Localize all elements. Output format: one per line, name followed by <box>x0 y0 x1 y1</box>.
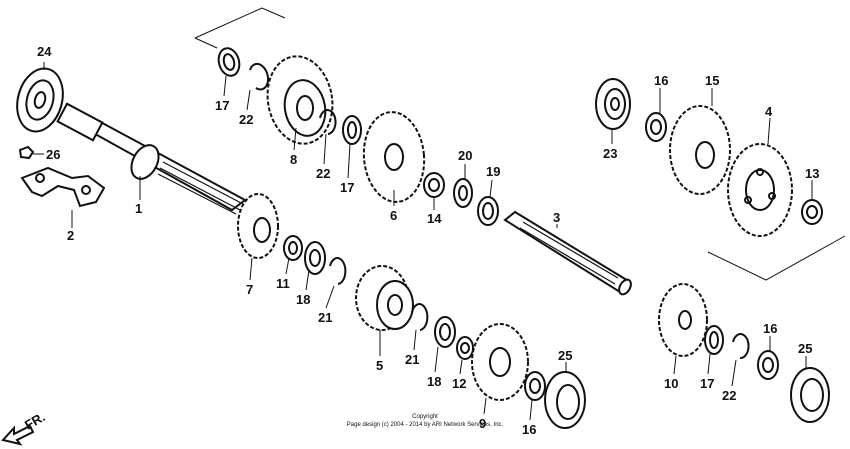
washer-20 <box>453 178 473 208</box>
callout-9: 9 <box>479 416 486 431</box>
counter-shaft-3 <box>503 210 632 296</box>
circlip-21-left <box>329 257 347 285</box>
copyright-line-2: Page design (c) 2004 - 2014 by ARI Netwo… <box>347 422 504 428</box>
callout-3: 3 <box>553 210 560 225</box>
copyright-line-1: Copyright <box>412 414 438 420</box>
callout-4: 4 <box>765 104 773 119</box>
washer-16-lower-right <box>757 350 779 380</box>
callout-22-mid: 22 <box>316 166 330 181</box>
callout-7: 7 <box>246 282 253 297</box>
gear-4 <box>727 143 793 237</box>
washer-16-right <box>645 112 667 142</box>
bush-12 <box>456 336 474 360</box>
callout-24: 24 <box>37 44 52 59</box>
callout-22-right: 22 <box>722 388 736 403</box>
gear-10 <box>658 283 708 357</box>
callout-11: 11 <box>276 276 290 291</box>
callout-17-right: 17 <box>700 376 714 391</box>
callout-20: 20 <box>458 148 472 163</box>
callout-19: 19 <box>486 164 500 179</box>
circlip-19 <box>477 196 499 226</box>
gear-6 <box>362 111 426 203</box>
gear-15 <box>669 105 731 195</box>
callout-10: 10 <box>664 376 678 391</box>
callout-17-top: 17 <box>215 98 229 113</box>
callout-1: 1 <box>135 201 142 216</box>
callout-25-right: 25 <box>798 341 812 356</box>
circlip-17-top <box>217 47 241 77</box>
callout-21-left: 21 <box>318 310 332 325</box>
group-bracket-top <box>194 7 286 39</box>
callout-12: 12 <box>452 376 466 391</box>
callout-17-mid: 17 <box>340 180 354 195</box>
callout-16-lower-right: 16 <box>763 321 777 336</box>
washer-16-bottom <box>524 371 546 401</box>
callout-23: 23 <box>603 146 617 161</box>
callout-15: 15 <box>705 73 719 88</box>
main-shaft-1 <box>56 102 247 215</box>
callout-16-right: 16 <box>654 73 668 88</box>
callout-21-mid: 21 <box>405 352 419 367</box>
callout-22-top: 22 <box>239 112 253 127</box>
callout-18-mid: 18 <box>427 374 441 389</box>
washer-18-mid <box>434 316 456 348</box>
callout-5: 5 <box>376 358 383 373</box>
ring-22-mid <box>319 109 337 135</box>
circlip-17-right <box>704 325 724 355</box>
bolt-26 <box>18 145 44 160</box>
callout-8: 8 <box>290 152 297 167</box>
ring-22-top <box>249 62 269 91</box>
gear-9 <box>471 323 529 401</box>
group-bracket-right <box>707 235 846 281</box>
bearing-25-bottom <box>544 371 586 429</box>
callout-26: 26 <box>46 147 60 162</box>
circlip-21-mid <box>411 303 429 331</box>
bearing-23 <box>595 78 631 130</box>
front-direction-arrow: FR. <box>1 409 48 446</box>
bearing-25-right <box>790 367 830 423</box>
callout-13: 13 <box>805 166 819 181</box>
gear-7 <box>237 193 279 259</box>
callout-25-bottom: 25 <box>558 348 572 363</box>
callout-18-left: 18 <box>296 292 310 307</box>
circlip-17-mid <box>342 115 362 145</box>
bush-11 <box>283 235 303 261</box>
callout-6: 6 <box>390 208 397 223</box>
bracket-2 <box>20 166 106 208</box>
gear-8 <box>266 55 334 145</box>
callout-2: 2 <box>67 228 74 243</box>
washer-18-left <box>304 241 326 275</box>
gear-5 <box>355 265 414 331</box>
bush-14 <box>423 172 445 198</box>
callout-16-bottom: 16 <box>522 422 536 437</box>
bearing-24 <box>16 67 64 133</box>
ring-22-right <box>732 333 750 360</box>
bush-13 <box>801 199 823 225</box>
callout-14: 14 <box>427 211 442 226</box>
